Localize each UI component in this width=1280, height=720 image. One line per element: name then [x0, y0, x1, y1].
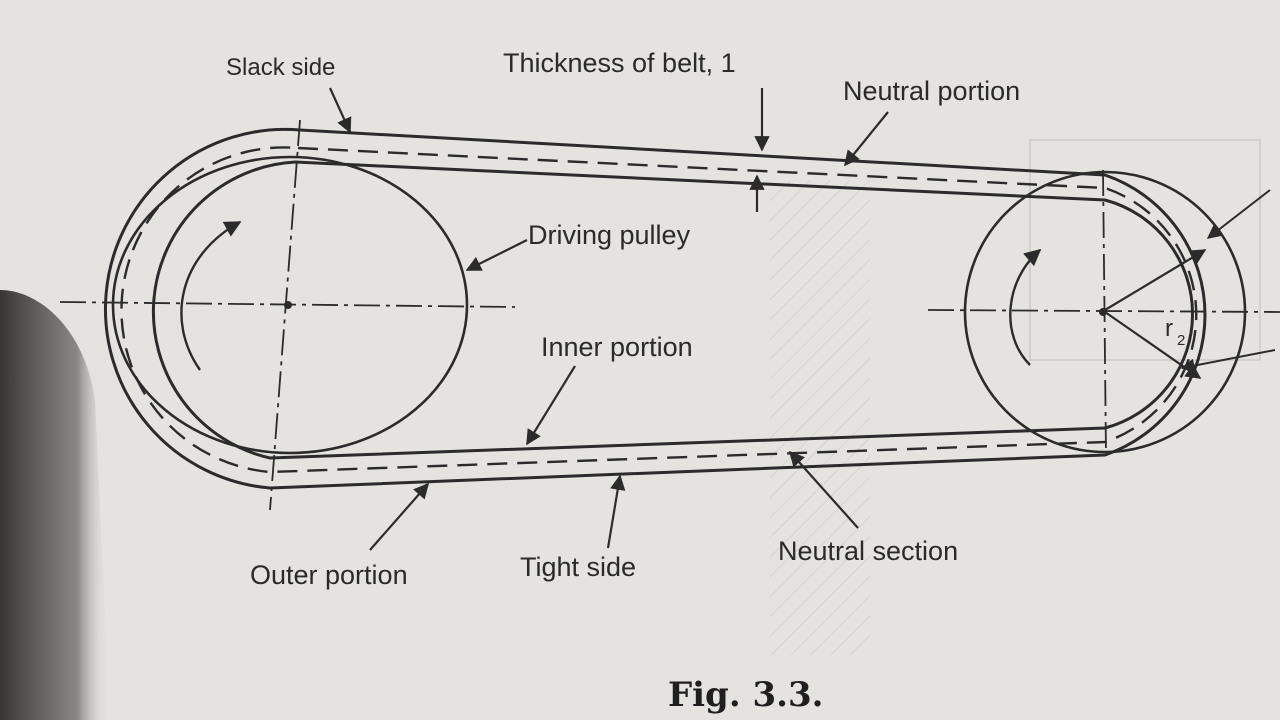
slack-side-arrow — [328, 87, 352, 134]
driving-pulley-rotation-arrow — [180, 220, 242, 371]
label-neutral-portion: Neutral portion — [843, 76, 1020, 106]
driving-pulley — [59, 119, 516, 511]
driving-pulley-arrow — [465, 239, 528, 271]
label-driving-pulley: Driving pulley — [528, 220, 691, 250]
belt — [103, 127, 1207, 490]
finger-shadow — [0, 290, 110, 720]
label-inner-portion: Inner portion — [541, 332, 693, 362]
driving-pulley-circle — [111, 155, 469, 455]
belt-inner-edge — [151, 160, 1194, 460]
label-thickness-of-belt: Thickness of belt, 1 — [503, 48, 736, 78]
driven-pulley-rotation-arrow — [1009, 248, 1042, 366]
label-tight-side: Tight side — [520, 552, 636, 582]
belt-outer-edge — [103, 127, 1207, 490]
radius-line-upper — [1104, 249, 1207, 311]
label-slack-side: Slack side — [226, 54, 335, 81]
figure-caption: Fig. 3.3. — [668, 675, 824, 715]
neutral-section-arrow — [788, 450, 859, 529]
label-outer-portion: Outer portion — [250, 560, 408, 590]
outer-portion-arrow — [369, 482, 430, 551]
driving-pulley-vertical-centerline — [269, 119, 301, 511]
neutral-portion-arrow — [844, 111, 889, 167]
hatched-background-block — [770, 180, 870, 655]
label-neutral-section: Neutral section — [778, 536, 958, 566]
label-radius-r2: r — [1165, 315, 1173, 342]
tight-side-arrow — [606, 474, 626, 549]
radius-leader-upper — [1206, 189, 1271, 239]
driving-pulley-center — [284, 301, 292, 309]
label-radius-r2-subscript: 2 — [1177, 332, 1185, 349]
radius-leader-lower — [1180, 349, 1276, 373]
driven-pulley — [927, 169, 1280, 456]
inner-portion-arrow — [526, 365, 576, 446]
